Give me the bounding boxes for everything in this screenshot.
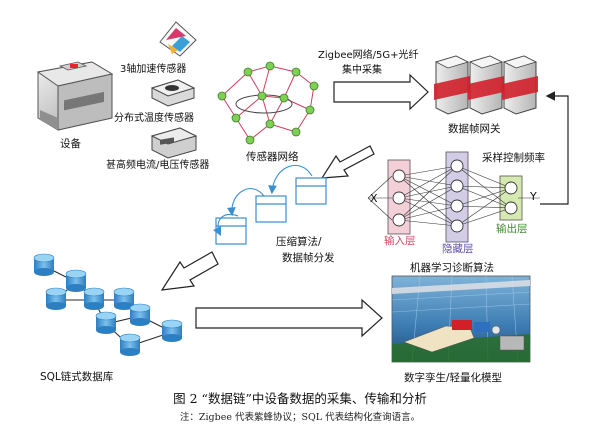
accel-sensor-label: 3轴加速传感器: [120, 62, 186, 75]
db-cylinder: [95, 311, 117, 334]
hidden-layer-label: 隐藏层: [442, 243, 474, 255]
server-icon: [434, 55, 470, 115]
digital-twin-image: [391, 275, 531, 363]
sampling-feedback-arrow: [540, 91, 569, 205]
hidden-layer-box: [445, 151, 469, 243]
sensor-network: [217, 61, 319, 145]
db-cylinder: [161, 319, 183, 342]
compress-label-line1: 压缩算法/: [276, 235, 322, 248]
hf-sensor-label: 甚高频电流/电压传感器: [106, 158, 209, 171]
sampling-label: 采样控制频率: [482, 151, 545, 164]
zigbee-label-line1: Zigbee网络/5G+光纤: [318, 48, 419, 61]
db-cylinder: [83, 287, 105, 310]
device-icon: [36, 61, 114, 131]
sql-chain-database: [33, 253, 183, 356]
output-layer-label: 输出层: [496, 222, 528, 235]
input-layer-label: 输入层: [384, 234, 416, 247]
frame-flow-arrows: [213, 164, 313, 236]
gateway-label: 数据帧网关: [448, 122, 501, 135]
twin-label: 数字孪生/轻量化模型: [404, 371, 502, 384]
server-icon: [468, 55, 504, 115]
gateway-servers: [434, 55, 538, 115]
ml-label: 机器学习诊断算法: [410, 261, 494, 274]
nn-y-label: Y: [529, 190, 537, 203]
db-cylinder: [129, 303, 151, 326]
sql-label: SQL链式数据库: [40, 370, 113, 383]
figure-note: 注：Zigbee 代表紫蜂协议；SQL 代表结构化查询语言。: [180, 411, 420, 423]
temp-sensor-icon: [150, 79, 196, 107]
db-to-twin-arrow: [195, 298, 383, 338]
accel-sensor-icon: [159, 21, 197, 57]
zigbee-label-line2: 集中采集: [342, 63, 382, 76]
zigbee-arrow: [333, 73, 429, 111]
db-cylinder: [45, 287, 67, 310]
temp-sensor-label: 分布式温度传感器: [114, 111, 194, 124]
gateway-to-compress-arrow: [320, 145, 375, 179]
db-cylinder: [33, 253, 55, 276]
compress-label-line2: 数据帧分发: [282, 251, 335, 264]
nn-x-label: X: [370, 192, 378, 205]
hf-sensor-icon: [150, 127, 198, 159]
compress-to-db-arrow: [160, 251, 219, 291]
neural-network: [367, 151, 540, 243]
db-cylinder: [119, 333, 141, 356]
data-frames: [215, 177, 327, 245]
db-cylinder: [65, 269, 87, 292]
figure-caption: 图 2 “数据链”中设备数据的采集、传输和分析: [173, 391, 427, 406]
db-cylinder: [113, 287, 135, 310]
sensor-network-label: 传感器网络: [246, 150, 299, 163]
server-icon: [502, 55, 538, 115]
device-label: 设备: [60, 137, 81, 150]
